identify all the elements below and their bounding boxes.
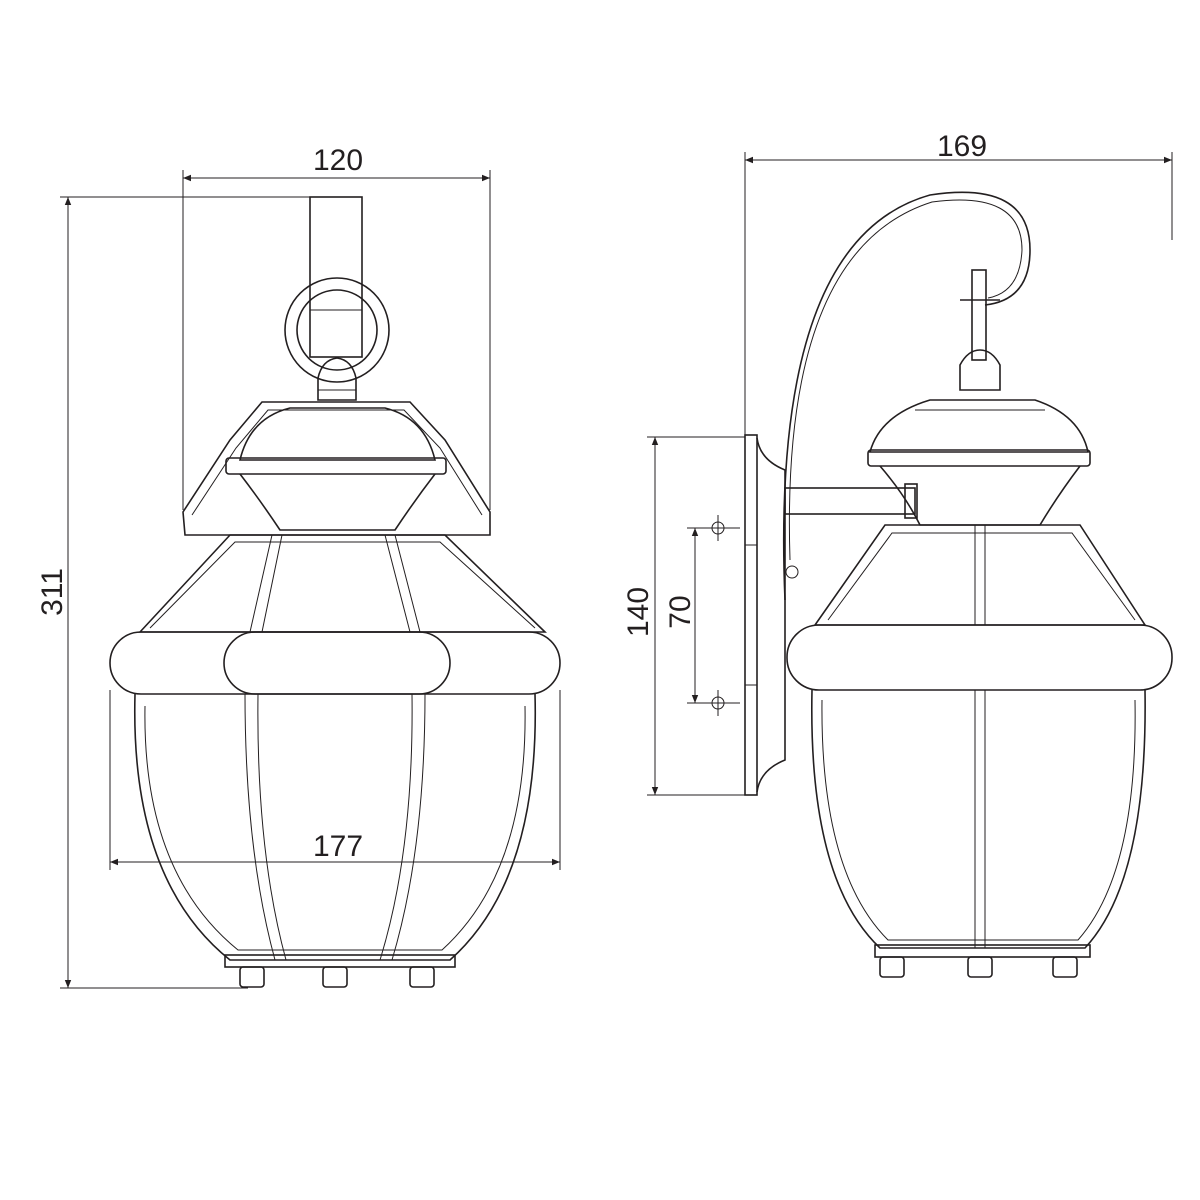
side-finial: [959, 349, 1001, 391]
scroll-hook: [782, 191, 1031, 601]
side-upper-glass: [813, 524, 1147, 626]
dimension-label-120: 120: [313, 144, 363, 177]
wall-plate: [744, 434, 758, 796]
dimension-177: 177: [109, 690, 561, 870]
side-lower-glass: [810, 689, 1146, 949]
support-arm: [784, 487, 916, 515]
front-view: 120 311 177: [36, 144, 561, 989]
side-middle-band: [786, 624, 1173, 691]
lower-glass: [133, 693, 537, 961]
dimension-label-177: 177: [313, 830, 363, 863]
side-base-rim: [874, 944, 1091, 958]
mount-screw: [785, 565, 799, 579]
dimension-311: 311: [36, 196, 312, 989]
side-top-cap: [868, 399, 1089, 453]
dimension-140: 140: [622, 436, 745, 796]
dimension-label-311: 311: [36, 568, 69, 616]
feet: [239, 966, 435, 988]
side-feet: [879, 956, 1078, 978]
hanging-ring: [284, 277, 390, 383]
upper-glass: [138, 534, 547, 633]
dimension-120: 120: [182, 144, 491, 510]
top-cap: [238, 407, 437, 461]
hanger-rod: [971, 269, 987, 361]
wall-bracket: [309, 196, 363, 358]
dimension-70: 70: [664, 515, 740, 716]
dimension-label-169: 169: [937, 130, 987, 163]
dimension-label-70: 70: [664, 595, 697, 628]
base-rim: [224, 954, 456, 968]
middle-band: [109, 631, 561, 695]
wall-plate-profile: [756, 437, 786, 793]
side-view: 169 140 70: [622, 130, 1173, 978]
backplate-outline: [182, 401, 491, 536]
finial: [317, 357, 357, 401]
dimension-169: 169: [744, 130, 1173, 435]
dimension-label-140: 140: [622, 587, 655, 637]
